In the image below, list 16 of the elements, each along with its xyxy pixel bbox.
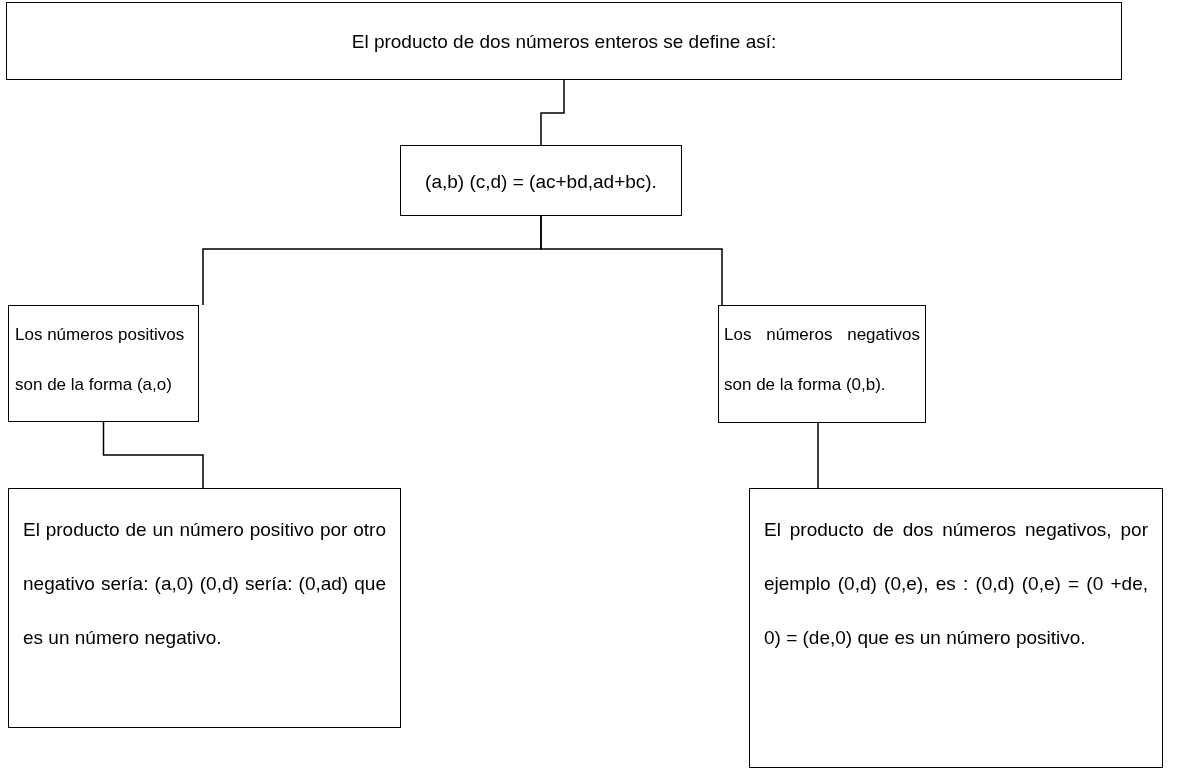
box-text: El producto de dos números negativos, por ejemplo (0,d) (0,e), es : (0,d) (0,e) = (0 +de, 0) = (de,0) que es un número positivo.	[764, 518, 1148, 650]
text-box	[6, 2, 1122, 80]
text-box	[718, 305, 926, 423]
box-text: Los números positivos son de la forma (a,o)	[15, 324, 186, 396]
text-box	[400, 145, 682, 216]
box-text: El producto de dos números enteros se define así:	[350, 30, 778, 54]
text-box	[8, 488, 401, 728]
box-text: Los números negativos son de la forma (0,b).	[724, 324, 920, 396]
connector-line	[817, 422, 819, 489]
text-box	[749, 488, 1163, 768]
connector-line	[102, 421, 204, 489]
text-box	[8, 305, 199, 422]
connector-line	[540, 79, 565, 146]
box-text: (a,b) (c,d) = (ac+bd,ad+bc).	[424, 170, 658, 194]
connector-line	[540, 215, 723, 306]
box-text: El producto de un número positivo por otro negativo sería: (a,0) (0,d) sería: (0,ad) que es un número negativo.	[23, 518, 386, 650]
